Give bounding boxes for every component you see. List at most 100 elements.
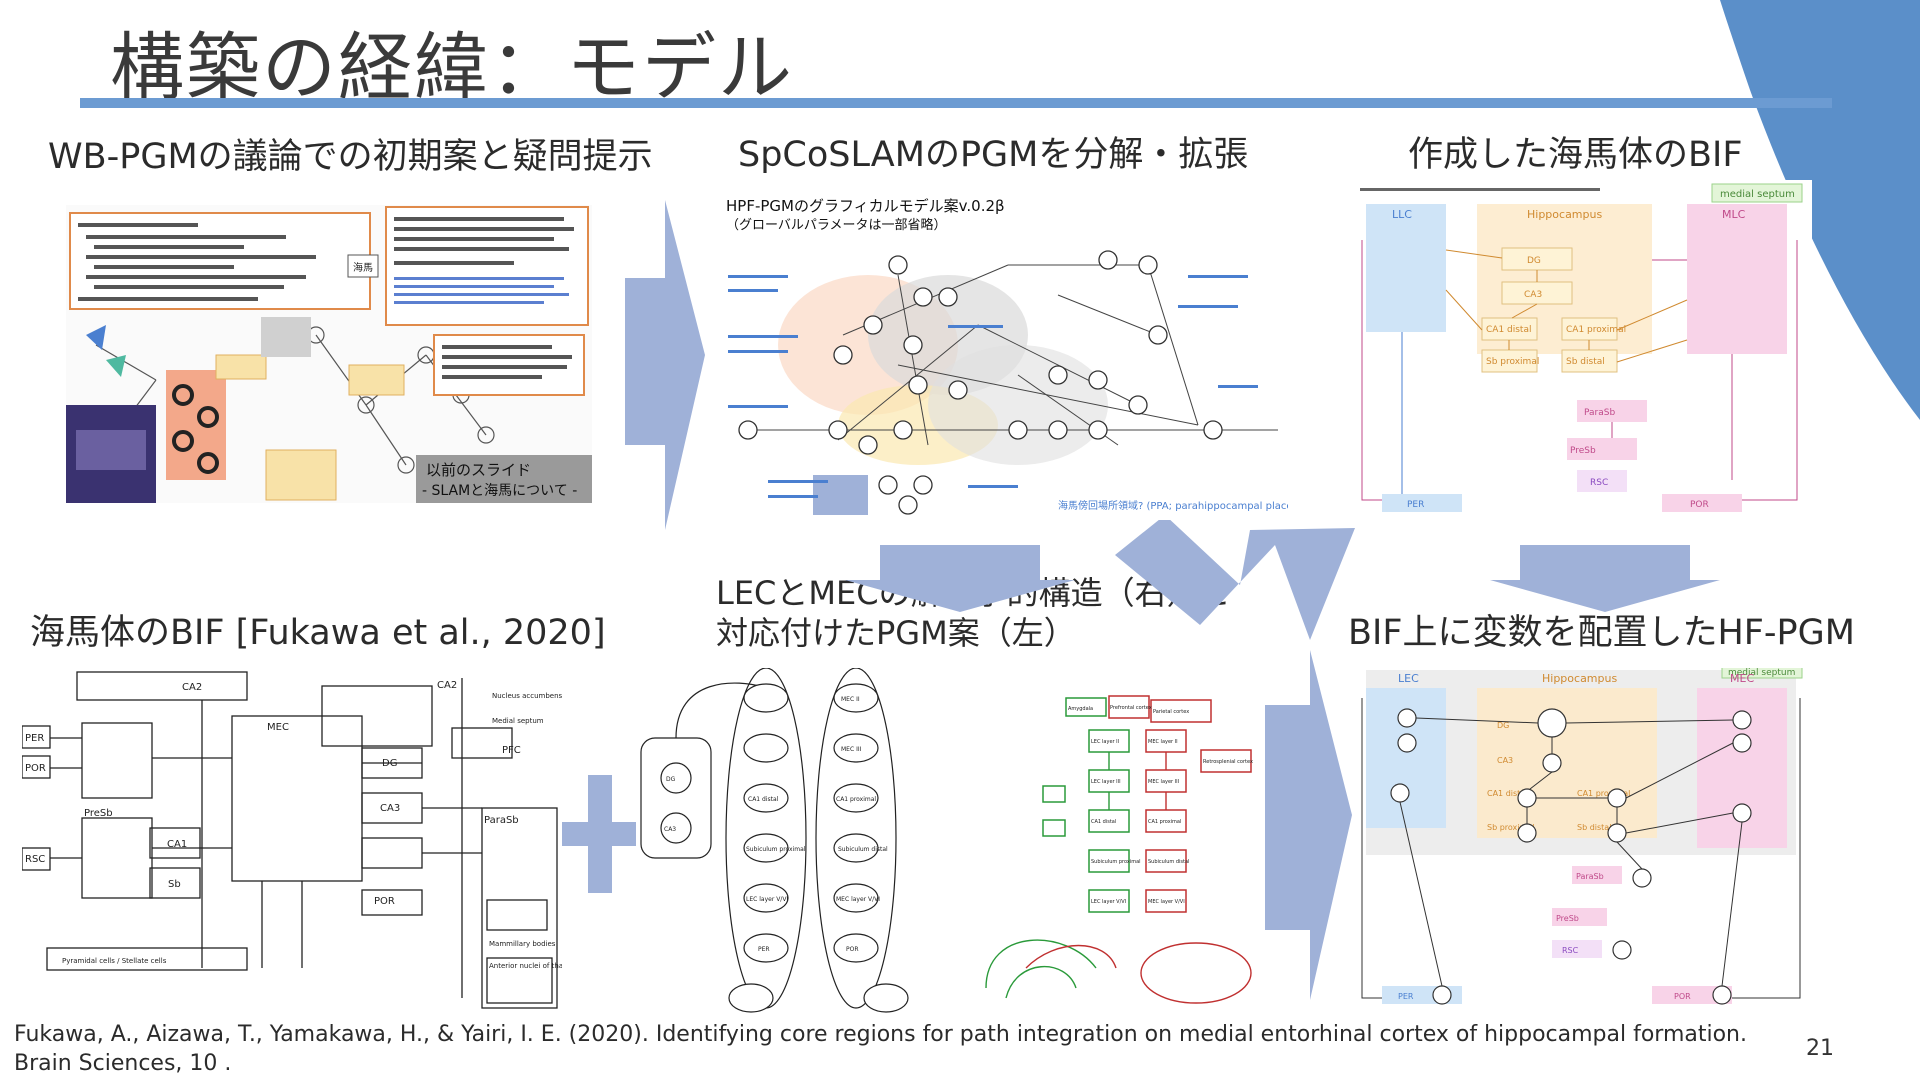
panel-lec-mec-pgm: CA3 DG CA1 distal Subiculum proximal LEC… (636, 668, 1256, 1018)
bm-node-mec3: MEC III (841, 746, 862, 753)
title-rule (80, 98, 1832, 108)
arrow-down-right (1490, 545, 1720, 612)
br-node-presb: PreSb (1556, 914, 1579, 923)
panel-initial-draft: 海馬 以前のスライド - SLAMと海馬について - (66, 205, 592, 503)
bl-node-ca3: CA3 (380, 803, 400, 814)
caption-bottom-left: 海馬体のBIF [Fukawa et al., 2020] (30, 613, 606, 653)
bm-node-por: POR (846, 946, 859, 953)
bm-node-dg: DG (666, 776, 676, 783)
tr-region-right: MLC (1722, 208, 1746, 221)
bl-node-por2: POR (374, 896, 395, 907)
tr-node-ca3: CA3 (1524, 290, 1542, 300)
bm-node-mecv: MEC layer V/VI (836, 896, 880, 903)
bl-node-ms: Medial septum (492, 717, 544, 725)
pgm-footer: 海馬傍回場所領域? (PPA; parahippocampal place ar… (1058, 499, 1288, 512)
panel-spcoslam-pgm: HPF-PGMのグラフィカルモデル案v.0.2β （グローバルパラメータは一部省… (718, 185, 1288, 520)
arrow-right-1 (625, 200, 705, 530)
bm-r-lec3: LEC layer III (1091, 779, 1121, 785)
br-node-parasb: ParaSb (1576, 872, 1604, 881)
br-node-ca1d: CA1 distal (1487, 789, 1527, 798)
br-node-por: POR (1674, 992, 1691, 1001)
tr-tag-top: medial septum (1720, 189, 1795, 200)
tr-region-middle: Hippocampus (1527, 208, 1602, 221)
br-node-rsc: RSC (1562, 946, 1579, 955)
box-hippocampus: 海馬 (353, 261, 373, 274)
br-node-ca3: CA3 (1497, 756, 1513, 765)
arrow-down-middle (845, 545, 1075, 612)
bm-r-subd: Subiculum distal (1148, 859, 1189, 865)
tr-node-presb: PreSb (1570, 446, 1596, 456)
bm-node-ca3: CA3 (664, 826, 676, 833)
tr-node-per: PER (1407, 500, 1424, 510)
bm-r-parietal: Parietal cortex (1153, 709, 1189, 715)
bm-r-lec2: LEC layer II (1091, 739, 1119, 745)
caption-top-left: WB-PGMの議論での初期案と疑問提示 (48, 137, 653, 177)
pgm-header: HPF-PGMのグラフィカルモデル案v.0.2β (726, 197, 1005, 215)
panel-hf-pgm: medial septum LEC Hippocampus MEC DG CA3… (1352, 668, 1812, 1010)
bm-node-mec2: MEC II (841, 696, 860, 703)
bl-node-ca2: CA2 (182, 682, 202, 693)
bl-node-rsc: RSC (25, 854, 45, 865)
br-node-sbp: Sb proximal (1487, 823, 1534, 832)
bl-node-sb: Sb (168, 879, 181, 890)
tr-node-sbp: Sb proximal (1486, 357, 1539, 367)
bl-node-nacc: Nucleus accumbens (492, 692, 562, 700)
bm-r-mec3: MEC layer III (1148, 779, 1179, 785)
arrow-diagonal (1115, 515, 1355, 640)
citation: Fukawa, A., Aizawa, T., Yamakawa, H., & … (14, 1020, 1774, 1078)
bm-r-amygdala: Amygdala (1068, 706, 1093, 712)
tr-node-parasb: ParaSb (1584, 408, 1615, 418)
bm-r-pfc: Prefrontal cortex (1110, 705, 1152, 711)
bl-node-atn: Anterior nuclei of thalamus (489, 962, 562, 970)
br-region-middle: Hippocampus (1542, 672, 1617, 685)
panel-created-bif: medial septum LLC Hippocampus MLC DG CA3… (1352, 180, 1812, 520)
bm-r-ca1d: CA1 distal (1091, 819, 1116, 825)
pgm-subheader: （グローバルパラメータは一部省略） (726, 217, 946, 233)
bm-r-rsc: Retrosplenial cortex (1203, 759, 1253, 765)
bm-node-ca1d: CA1 distal (748, 796, 779, 803)
tr-node-dg: DG (1527, 256, 1541, 266)
citation-line1: Fukawa, A., Aizawa, T., Yamakawa, H., & … (14, 1022, 1747, 1047)
arrow-right-2 (1265, 650, 1352, 1000)
bm-node-ca1p: CA1 proximal (836, 796, 876, 803)
bm-node-subd: Subiculum distal (838, 846, 888, 853)
overlay-line2: - SLAMと海馬について - (422, 483, 577, 499)
bl-node-mec: MEC (267, 722, 289, 733)
bm-node-per: PER (758, 946, 770, 953)
slide-title: 構築の経緯：モデル (110, 25, 794, 111)
br-node-sbd: Sb distal (1577, 823, 1611, 832)
bl-node-ca1: CA1 (167, 839, 187, 850)
bl-node-por: POR (25, 763, 46, 774)
caption-bottom-right: BIF上に変数を配置したHF-PGM (1348, 613, 1855, 653)
bm-r-ca1p: CA1 proximal (1148, 819, 1181, 825)
bl-node-mb: Mammillary bodies (489, 940, 556, 948)
bl-node-pfc: PFC (502, 745, 521, 756)
br-node-per: PER (1398, 992, 1414, 1001)
bl-node-per: PER (25, 733, 44, 744)
br-node-dg: DG (1497, 721, 1509, 730)
bl-node-parasb: ParaSb (484, 815, 519, 826)
bm-r-mecv: MEC layer V/VI (1148, 899, 1185, 905)
br-node-ca1p: CA1 proximal (1577, 789, 1630, 798)
bl-node-dg: DG (382, 758, 397, 769)
tr-node-por: POR (1690, 500, 1709, 510)
bm-r-mec2: MEC layer II (1148, 739, 1178, 745)
bm-node-subp: Subiculum proximal (746, 846, 806, 853)
caption-top-middle: SpCoSLAMのPGMを分解・拡張 (738, 135, 1249, 175)
citation-line2: Brain Sciences, 10 . (14, 1051, 232, 1076)
bl-legend: Pyramidal cells / Stellate cells (62, 957, 167, 965)
caption-bottom-middle-line2: 対応付けたPGM案（左） (716, 614, 1076, 652)
tr-node-ca1d: CA1 distal (1486, 325, 1531, 335)
bm-r-lecv: LEC layer V/VI (1091, 899, 1126, 905)
overlay-line1: 以前のスライド (426, 461, 531, 479)
br-region-left: LEC (1398, 672, 1419, 685)
page-number: 21 (1806, 1036, 1834, 1061)
caption-top-right: 作成した海馬体のBIF (1408, 135, 1743, 175)
panel-fukawa-bif: CA2 MEC DG CA3 CA1 Sb PER POR PreSb Para… (22, 668, 562, 1010)
bm-r-subp: Subiculum proximal (1091, 859, 1141, 865)
bm-node-lecv: LEC layer V/VI (746, 896, 788, 903)
tr-region-left: LLC (1392, 208, 1412, 221)
tr-node-sbd: Sb distal (1566, 357, 1605, 367)
bl-node-presb: PreSb (84, 808, 113, 819)
